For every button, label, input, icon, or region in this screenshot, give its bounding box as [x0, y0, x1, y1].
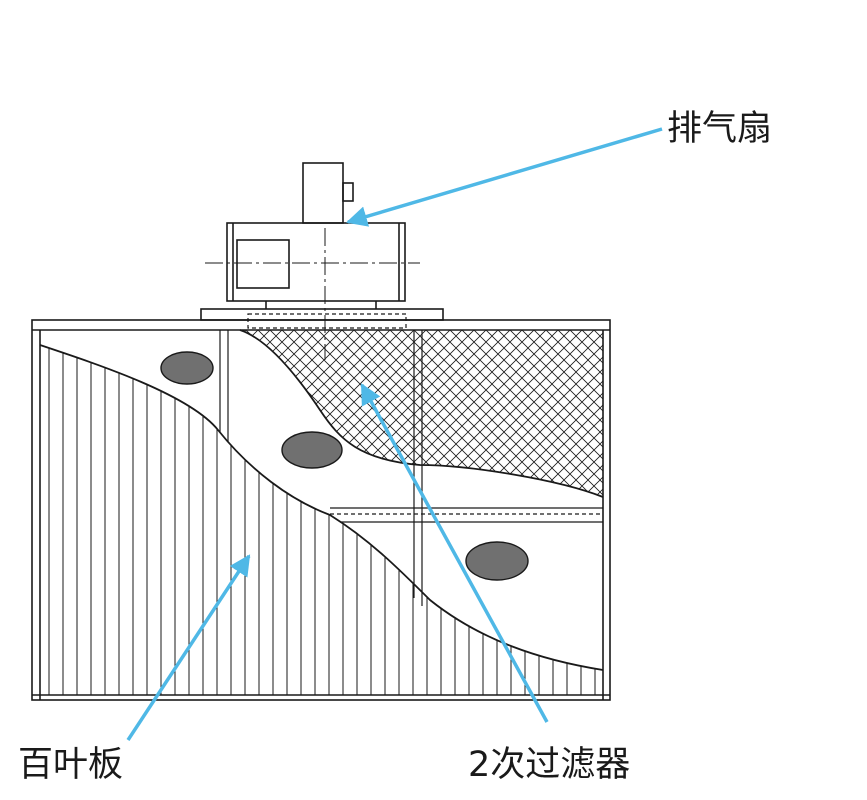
stone [465, 541, 529, 581]
filter-label: 2次过滤器 [468, 745, 631, 785]
fan-arrow [345, 127, 663, 227]
louver-panel [40, 345, 603, 695]
louver-label: 百叶板 [18, 745, 124, 785]
filter-arrow [360, 383, 549, 723]
fan-motor [302, 162, 344, 224]
cutaway-edges [39, 329, 604, 671]
fan-motor-tab [342, 182, 354, 202]
fan-housing [226, 222, 406, 302]
fan-label: 排气扇 [667, 109, 773, 149]
louver-arrow [126, 554, 251, 741]
fan-inner-panel [236, 239, 290, 289]
housing-outer [31, 319, 611, 701]
internal-frame [219, 313, 603, 606]
callout-arrows [126, 127, 663, 741]
stone [160, 351, 214, 385]
stone [281, 431, 343, 469]
debris [160, 351, 529, 581]
